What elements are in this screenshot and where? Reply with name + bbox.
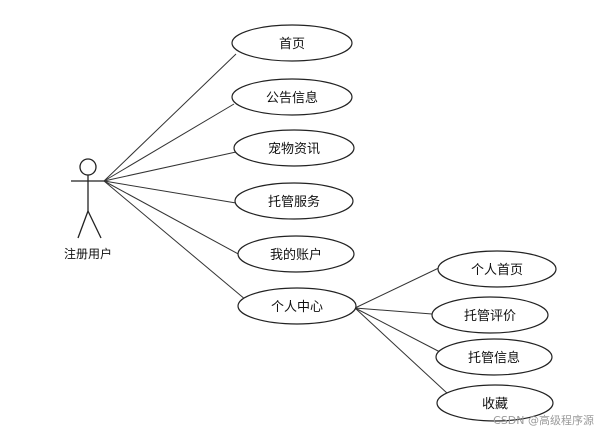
assoc-pet-news: [103, 151, 237, 182]
use-case-personal-home: 个人首页: [437, 250, 557, 288]
assoc-boarding-review: [354, 307, 433, 315]
use-case-home: 首页: [231, 24, 353, 62]
use-case-boarding-info: 托管信息: [435, 338, 553, 376]
assoc-boarding-service: [103, 180, 237, 204]
use-case-boarding-service: 托管服务: [234, 182, 354, 220]
use-case-favorites: 收藏: [436, 384, 554, 422]
use-case-favorites-label: 收藏: [482, 397, 508, 412]
use-case-pet-news-label: 宠物资讯: [268, 141, 320, 157]
actor-associations: [103, 53, 247, 301]
actor-label: 注册用户: [64, 246, 112, 261]
use-case-boarding-review-label: 托管评价: [464, 309, 516, 324]
actor-right-leg: [87, 210, 102, 239]
assoc-announcement: [103, 103, 235, 182]
use-case-my-account: 我的账户: [237, 235, 355, 273]
personal-center-associations: [354, 264, 449, 395]
use-case-boarding-info-label: 托管信息: [468, 350, 520, 366]
use-case-personal-center-label: 个人中心: [271, 300, 323, 315]
actor-figure: 注册用户: [64, 158, 112, 261]
assoc-personal-home: [354, 264, 446, 309]
use-case-announcement-label: 公告信息: [266, 90, 318, 106]
actor-head: [79, 158, 97, 176]
use-case-personal-home-label: 个人首页: [471, 263, 523, 278]
assoc-favorites: [354, 307, 449, 395]
use-case-boarding-review: 托管评价: [431, 296, 549, 334]
assoc-home: [103, 53, 237, 182]
use-case-boarding-service-label: 托管服务: [268, 194, 320, 210]
use-case-pet-news: 宠物资讯: [233, 129, 355, 167]
assoc-personal-center: [103, 180, 247, 301]
use-case-personal-center: 个人中心: [237, 287, 357, 325]
watermark: CSDN @高级程序源: [493, 413, 594, 427]
assoc-my-account: [103, 180, 243, 257]
use-case-home-label: 首页: [279, 37, 305, 52]
assoc-boarding-info: [354, 307, 441, 353]
actor-left-leg: [77, 210, 89, 239]
use-case-my-account-label: 我的账户: [270, 247, 322, 263]
use-case-announcement: 公告信息: [231, 78, 353, 116]
